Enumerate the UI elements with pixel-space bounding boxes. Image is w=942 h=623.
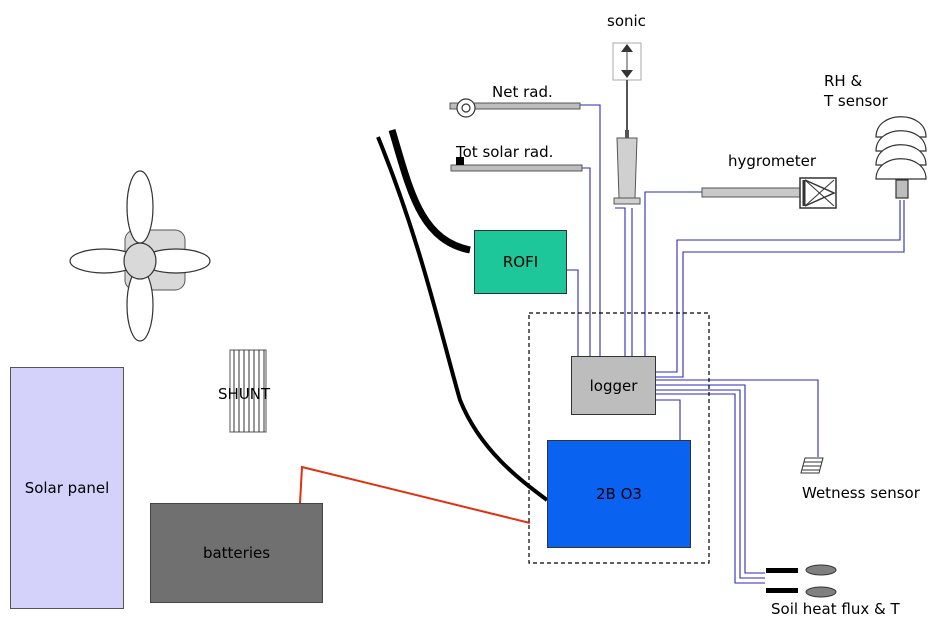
shunt-icon	[229, 349, 267, 433]
soil-heat-flux-label: Soil heat flux & T	[771, 600, 900, 618]
net-rad-label: Net rad.	[492, 83, 553, 101]
rofi-label: ROFI	[502, 253, 539, 271]
rh-t-sensor-icon	[875, 116, 927, 199]
hygrometer-label: hygrometer	[728, 152, 817, 170]
sonic-label: sonic	[607, 12, 646, 30]
tot-solar-rad-label: Tot solar rad.	[456, 143, 554, 161]
rofi-box: ROFI	[474, 230, 567, 294]
enclosure-dashed	[528, 312, 710, 564]
batteries: batteries	[150, 503, 323, 603]
wetness-sensor-icon	[800, 457, 824, 474]
rh-t-sensor-label-line2: T sensor	[824, 92, 888, 110]
solar-panel-label: Solar panel	[24, 479, 110, 497]
sonic-anemometer-icon	[612, 42, 642, 205]
soil-heat-flux-icon	[766, 564, 837, 598]
power-wire	[299, 465, 531, 524]
net-radiometer-icon	[449, 98, 581, 118]
wind-turbine-icon	[69, 170, 211, 342]
inlet-tube-thin	[376, 136, 549, 502]
hygrometer-icon	[701, 177, 837, 209]
wetness-sensor-label: Wetness sensor	[802, 484, 920, 502]
solar-panel: Solar panel	[10, 367, 124, 609]
ozone-analyzer-box: 2B O3	[547, 440, 691, 548]
ozone-analyzer-label: 2B O3	[596, 485, 642, 503]
logger-box: logger	[571, 356, 656, 415]
solar-radiometer-icon	[450, 157, 583, 172]
logger-label: logger	[589, 376, 638, 395]
shunt-label: SHUNT	[218, 385, 271, 403]
inlet-tube-thick	[388, 128, 471, 254]
batteries-label: batteries	[202, 544, 271, 562]
rh-t-sensor-label-line1: RH &	[824, 72, 863, 90]
